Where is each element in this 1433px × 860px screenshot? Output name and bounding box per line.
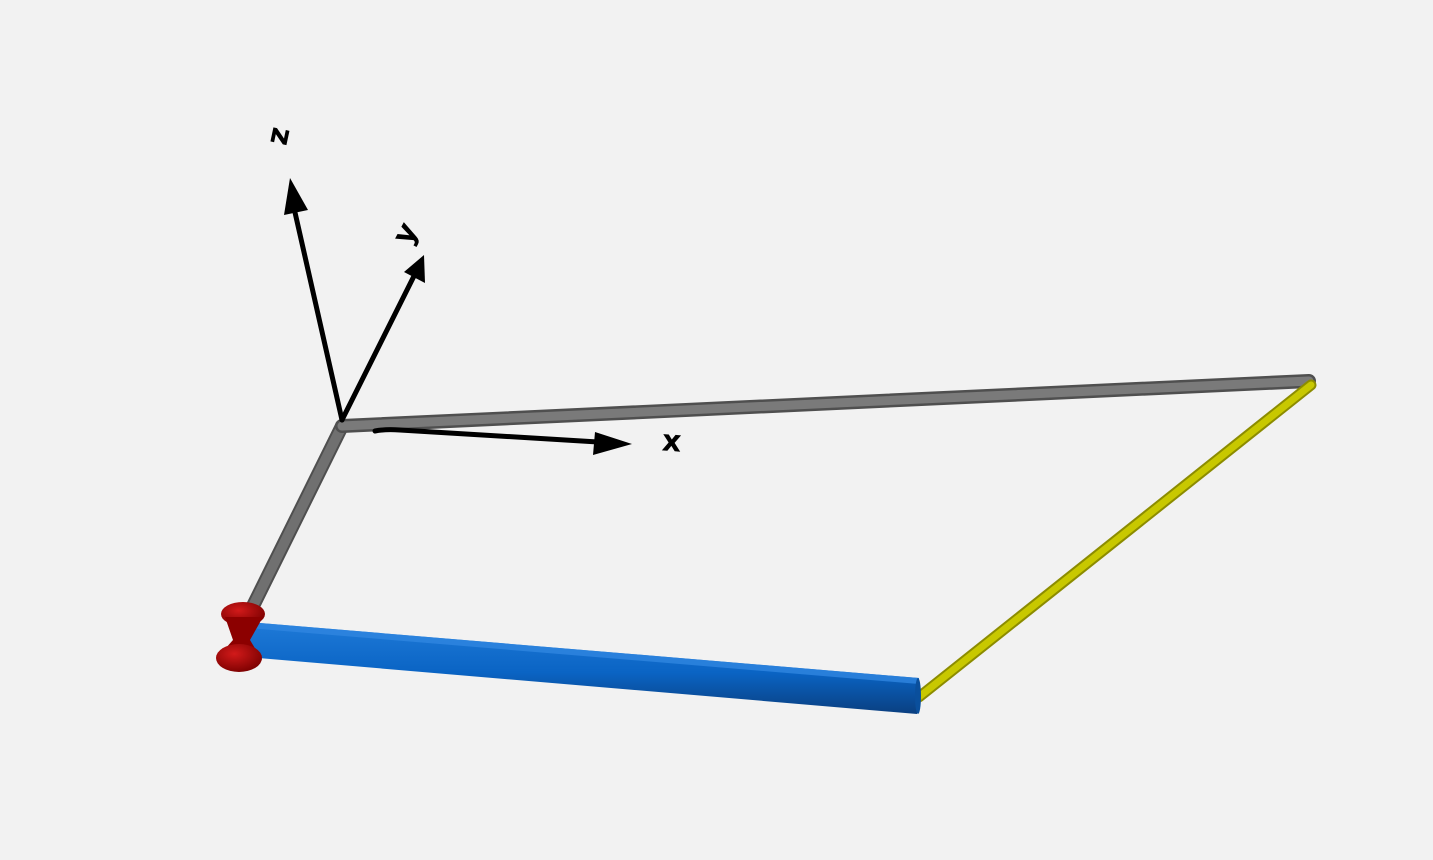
y-axis-label: y bbox=[386, 216, 426, 250]
x-axis-label: x bbox=[661, 423, 683, 459]
link-gray-horizontal bbox=[335, 374, 1316, 433]
link-gray-vertical bbox=[245, 419, 349, 615]
x-axis-arrow bbox=[372, 427, 632, 455]
z-axis-arrow bbox=[284, 178, 345, 423]
joint-red bbox=[216, 602, 265, 672]
y-axis-arrow bbox=[339, 255, 425, 423]
link-blue bbox=[246, 622, 921, 714]
axes-triad bbox=[284, 178, 632, 455]
link-yellow bbox=[913, 379, 1317, 703]
z-axis-label: z bbox=[260, 124, 298, 148]
